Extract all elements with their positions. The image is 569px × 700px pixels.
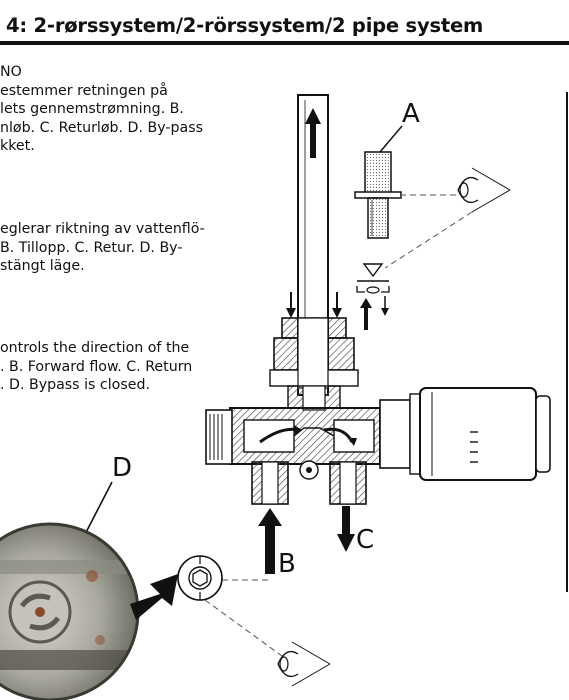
arrow-up-icon <box>258 508 282 574</box>
label-b: B <box>278 549 296 579</box>
paragraph-line: B. Tillopp. C. Retur. D. By- <box>0 239 183 256</box>
paragraph-line: stängt läge. <box>0 258 85 274</box>
paragraph-swedish: eglerar riktning av vattenflö- B. Tillop… <box>0 220 245 276</box>
eye-icon <box>400 167 511 213</box>
paragraph-line: lets gennemstrømning. B. <box>0 101 184 117</box>
valve-body <box>229 407 381 465</box>
page-header-title: 4: 2-rørssystem/2-rörssystem/2 pipe syst… <box>6 14 484 37</box>
label-d: D <box>112 453 132 483</box>
paragraph-line: nløb. C. Returløb. D. By-pass <box>0 119 203 136</box>
paragraph-line: . D. Bypass is closed. <box>0 377 150 393</box>
bypass-photo <box>0 522 140 700</box>
label-c: C <box>356 525 374 555</box>
paragraph-line: . B. Forward flow. C. Return <box>0 358 193 375</box>
paragraph-line: eglerar riktning av vattenflö- <box>0 221 205 237</box>
label-a: A <box>402 99 420 129</box>
eye-icon <box>277 641 331 687</box>
paragraph-line: NO <box>0 64 22 80</box>
bypass-top-view <box>177 555 223 601</box>
paragraph-norwegian: NO estemmer retningen på lets gennemstrø… <box>0 63 245 156</box>
arrow-up-icon <box>360 298 372 330</box>
paragraph-line: ontrols the direction of the <box>0 340 190 356</box>
pipe-fitting-nut <box>269 317 359 411</box>
left-end-cap <box>205 409 233 465</box>
arrow-down-icon <box>381 296 389 316</box>
right-margin-rule <box>566 92 568 592</box>
paragraph-english: ontrols the direction of the . B. Forwar… <box>0 339 245 395</box>
valve-insert <box>354 151 402 239</box>
paragraph-line: kket. <box>0 138 35 154</box>
arrow-down-icon <box>332 292 342 318</box>
header-rule <box>0 41 569 45</box>
paragraph-line: estemmer retningen på <box>0 82 168 99</box>
valve-symbol-icon <box>356 263 390 294</box>
arrow-down-icon <box>286 292 296 318</box>
thermostatic-head <box>379 387 551 481</box>
arrow-up-icon <box>305 108 321 158</box>
lower-ports <box>251 460 367 505</box>
arrow-right-icon <box>130 574 178 620</box>
arrow-down-icon <box>337 506 355 552</box>
